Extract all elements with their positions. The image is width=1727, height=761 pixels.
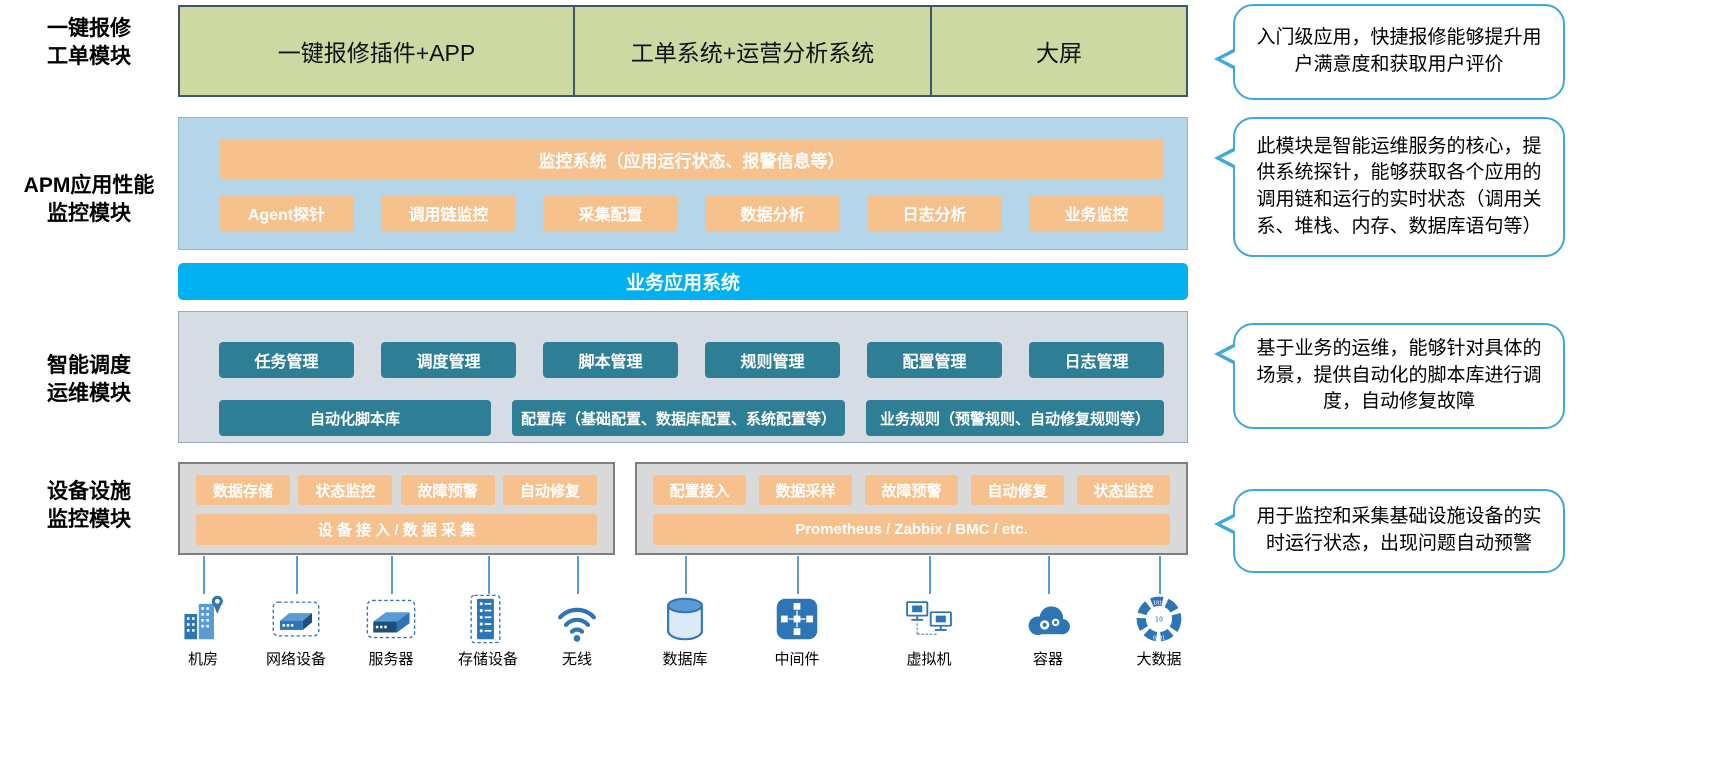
module-label-scheduling: 智能调度 运维模块 <box>47 354 131 406</box>
fac-chip-data-sampling: 数据采样 <box>759 475 852 505</box>
sched-chip-task-mgmt: 任务管理 <box>219 342 354 378</box>
apm-module-panel: 监控系统（应用运行状态、报警信息等） Agent探针 调用链监控 采集配置 数据… <box>178 117 1188 250</box>
device-label: 中间件 <box>774 651 820 668</box>
device-label: 存储设备 <box>457 651 518 668</box>
sched-bar-script-library: 自动化脚本库 <box>219 400 491 436</box>
device-label: 网络设备 <box>265 651 326 668</box>
connector-line <box>296 556 298 594</box>
fac-chip-status-monitor-2: 状态监控 <box>1077 475 1170 505</box>
device-machine-room: 机房 <box>155 592 251 669</box>
device-container: 容器 <box>1000 592 1096 669</box>
business-application-bar: 业务应用系统 <box>178 263 1188 300</box>
device-label: 虚拟机 <box>906 651 952 668</box>
device-network: 网络设备 <box>248 592 344 669</box>
fac-chip-config-access: 配置接入 <box>653 475 746 505</box>
facility-left-feature-row: 数据存储 状态监控 故障预警 自动修复 <box>196 475 597 505</box>
connector-line <box>1159 556 1161 594</box>
connector-line <box>488 556 490 594</box>
sched-bar-business-rules: 业务规则（预警规则、自动修复规则等） <box>866 400 1164 436</box>
monitor-system-bar: 监控系统（应用运行状态、报警信息等） <box>219 139 1164 179</box>
fac-chip-auto-repair: 自动修复 <box>502 475 597 505</box>
svg-text:0101: 0101 <box>1153 635 1165 641</box>
sched-chip-log-mgmt: 日志管理 <box>1029 342 1164 378</box>
fac-chip-data-storage: 数据存储 <box>196 475 290 505</box>
facility-left-panel: 数据存储 状态监控 故障预警 自动修复 设 备 接 入 / 数 据 采 集 <box>178 462 615 555</box>
apm-chip-collect-config: 采集配置 <box>543 195 678 231</box>
device-big-data: 1010 0101 10 大数据 <box>1111 592 1207 669</box>
scheduling-library-row: 自动化脚本库 配置库（基础配置、数据库配置、系统配置等） 业务规则（预警规则、自… <box>219 400 1164 436</box>
middleware-icon <box>776 598 818 640</box>
connector-line <box>391 556 393 594</box>
callout-scheduling: 基于业务的运维，能够针对具体的场景，提供自动化的脚本库进行调度，自动修复故障 <box>1214 323 1565 429</box>
sched-chip-dispatch-mgmt: 调度管理 <box>381 342 516 378</box>
sched-chip-rule-mgmt: 规则管理 <box>705 342 840 378</box>
connector-line <box>203 556 205 594</box>
callout-repair: 入门级应用，快捷报修能够提升用户满意度和获取用户评价 <box>1214 4 1565 100</box>
prometheus-zabbix-bar: Prometheus / Zabbix / BMC / etc. <box>653 514 1170 545</box>
facility-right-panel: 配置接入 数据采样 故障预警 自动修复 状态监控 Prometheus / Za… <box>635 462 1188 555</box>
module-label-facility: 设备设施 监控模块 <box>47 480 131 532</box>
device-label: 服务器 <box>368 651 414 668</box>
device-database: 数据库 <box>637 592 733 669</box>
server-icon <box>366 599 416 639</box>
apm-chip-trace-monitor: 调用链监控 <box>381 195 516 231</box>
scheduling-module-panel: 任务管理 调度管理 脚本管理 规则管理 配置管理 日志管理 自动化脚本库 配置库… <box>178 311 1188 443</box>
wireless-icon <box>558 607 596 642</box>
fac-chip-fault-warning: 故障预警 <box>400 475 495 505</box>
callout-apm: 此模块是智能运维服务的核心，提供系统探针，能够获取各个应用的调用链和运行的实时状… <box>1214 117 1565 257</box>
svg-text:10: 10 <box>1155 616 1163 624</box>
sched-bar-config-library: 配置库（基础配置、数据库配置、系统配置等） <box>512 400 845 436</box>
network-device-icon <box>272 601 320 637</box>
device-storage: 存储设备 <box>440 592 536 669</box>
connector-line <box>797 556 799 594</box>
repair-cell-plugin-app: 一键报修插件+APP <box>277 40 476 66</box>
facility-right-feature-row: 配置接入 数据采样 故障预警 自动修复 状态监控 <box>653 475 1170 505</box>
connector-line <box>685 556 687 594</box>
apm-chip-agent-probe: Agent探针 <box>219 195 354 231</box>
callout-facility: 用于监控和采集基础设施设备的实时运行状态，出现问题自动预警 <box>1214 489 1565 573</box>
connector-line <box>929 556 931 594</box>
connector-line <box>1048 556 1050 594</box>
bigdata-icon: 1010 0101 10 <box>1136 596 1182 642</box>
database-icon <box>667 597 703 641</box>
module-label-apm: APM应用性能 监控模块 <box>23 174 155 226</box>
repair-module-box: 一键报修插件+APP 工单系统+运营分析系统 大屏 <box>178 5 1188 97</box>
container-icon <box>1028 606 1070 636</box>
apm-chip-business-monitor: 业务监控 <box>1029 195 1164 231</box>
device-access-bar: 设 备 接 入 / 数 据 采 集 <box>196 514 597 545</box>
device-label: 大数据 <box>1136 651 1182 668</box>
repair-cell-big-screen: 大屏 <box>930 7 1186 95</box>
sched-chip-script-mgmt: 脚本管理 <box>543 342 678 378</box>
device-label: 数据库 <box>662 651 708 668</box>
apm-feature-row: Agent探针 调用链监控 采集配置 数据分析 日志分析 业务监控 <box>219 195 1164 231</box>
svg-text:1010: 1010 <box>1153 601 1165 607</box>
device-server: 服务器 <box>343 592 439 669</box>
device-virtual-machine: 虚拟机 <box>881 592 977 669</box>
device-label: 容器 <box>1032 651 1063 668</box>
apm-chip-log-analysis: 日志分析 <box>867 195 1002 231</box>
connector-line <box>577 556 579 594</box>
apm-chip-data-analysis: 数据分析 <box>705 195 840 231</box>
scheduling-feature-row: 任务管理 调度管理 脚本管理 规则管理 配置管理 日志管理 <box>219 342 1164 378</box>
storage-icon <box>470 594 501 644</box>
fac-chip-status-monitor: 状态监控 <box>298 475 393 505</box>
sched-chip-config-mgmt: 配置管理 <box>867 342 1002 378</box>
fac-chip-auto-repair-2: 自动修复 <box>971 475 1064 505</box>
module-label-repair: 一键报修 工单模块 <box>47 17 131 69</box>
device-label: 无线 <box>561 651 592 668</box>
fac-chip-fault-warning-2: 故障预警 <box>865 475 958 505</box>
building-icon <box>184 595 223 640</box>
device-label: 机房 <box>187 651 218 668</box>
vm-icon <box>906 601 952 635</box>
device-middleware: 中间件 <box>749 592 845 669</box>
device-wireless: 无线 <box>529 592 625 669</box>
repair-cell-ticket-system: 工单系统+运营分析系统 <box>573 7 930 95</box>
